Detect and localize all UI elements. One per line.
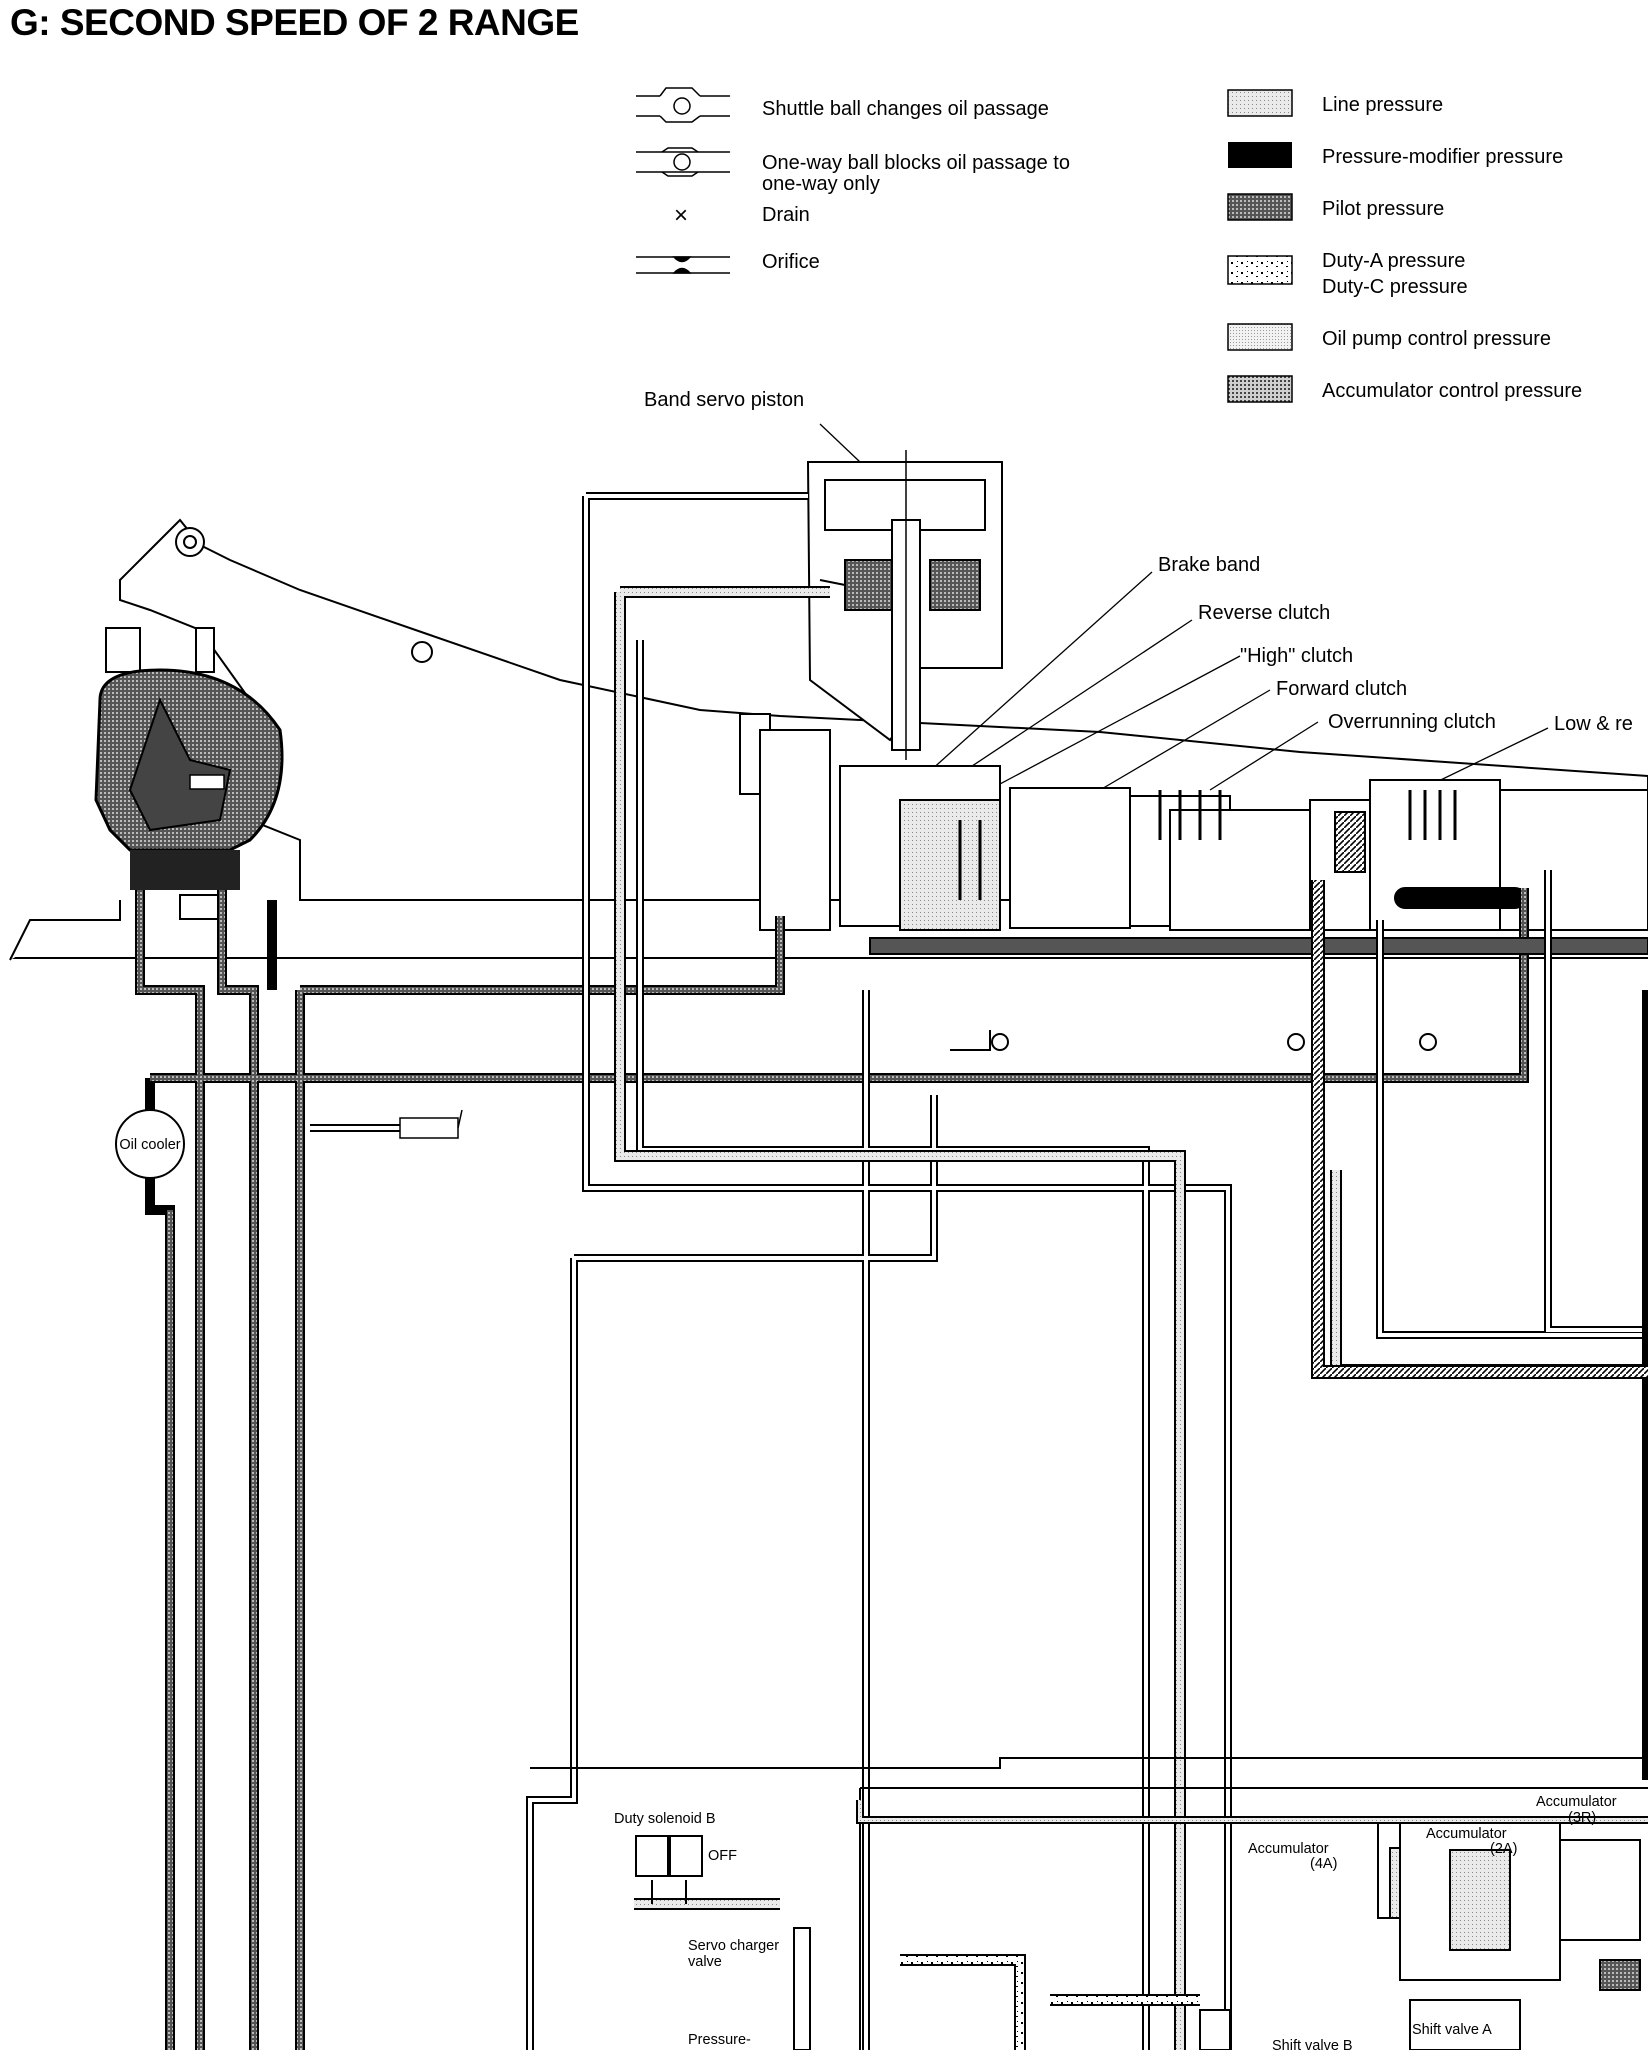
oil-cooler: Oil cooler (115, 1109, 185, 1179)
reverse-clutch-label: Reverse clutch (1198, 602, 1330, 624)
shuttle-ball-symbol (636, 87, 730, 123)
pilot-pressure-label: Pilot pressure (1322, 198, 1444, 220)
accumulator-control-label: Accumulator control pressure (1322, 380, 1582, 402)
band-servo-piston-label: Band servo piston (644, 389, 804, 411)
shuttle-ball-label: Shuttle ball changes oil passage (762, 98, 1049, 120)
shift-valve-b-label: Shift valve B (1272, 2038, 1353, 2050)
oil-pump-control-label: Oil pump control pressure (1322, 328, 1551, 350)
oil-pump-housing (94, 627, 284, 920)
oil-pump-control-swatch (1227, 323, 1293, 351)
duty-a-label: Duty-A pressure (1322, 250, 1465, 272)
accumulator-3r-label-line2: (3R) (1568, 1810, 1596, 1826)
brake-band-label: Brake band (1158, 554, 1260, 576)
accumulator-2a-label-line1: Accumulator (1426, 1826, 1507, 1842)
drain-symbol: × (674, 202, 688, 229)
band-servo-piston (806, 450, 1003, 760)
pressure-legend: Line pressure Pressure-modifier pressure… (1227, 89, 1582, 403)
accumulator-control-swatch (1227, 375, 1293, 403)
overrunning-clutch-label: Overrunning clutch (1328, 711, 1496, 733)
high-clutch-label: "High" clutch (1240, 645, 1353, 667)
one-way-ball-label-line1: One-way ball blocks oil passage to (762, 152, 1070, 174)
forward-clutch-label: Forward clutch (1276, 678, 1407, 700)
duty-pressure-swatch (1227, 255, 1293, 285)
symbol-legend: Shuttle ball changes oil passage One-way… (636, 87, 1070, 274)
accumulator-3r-label-line1: Accumulator (1536, 1794, 1617, 1810)
servo-charger-label-line1: Servo charger (688, 1938, 779, 1954)
clutch-pack-assembly (739, 713, 1648, 931)
pressure-modifier-valve-label: Pressure- (688, 2032, 751, 2048)
accumulator-2a-label-line2: (2A) (1490, 1841, 1517, 1857)
shift-valve-a-label: Shift valve A (1412, 2022, 1492, 2038)
line-pressure-label: Line pressure (1322, 94, 1443, 116)
low-reverse-label: Low & re (1554, 713, 1633, 735)
line-pressure-swatch (1227, 89, 1293, 117)
orifice-symbol (636, 256, 730, 274)
pressure-modifier-label: Pressure-modifier pressure (1322, 146, 1563, 168)
pilot-pressure-swatch (1227, 193, 1293, 221)
solenoid-state-label: OFF (708, 1848, 737, 1864)
one-way-ball-label-line2: one-way only (762, 173, 880, 195)
pressure-modifier-swatch (1228, 142, 1292, 168)
accumulator-4a-label-line1: Accumulator (1248, 1841, 1329, 1857)
valve-body (530, 1757, 1648, 2050)
accumulator-4a-label-line2: (4A) (1310, 1856, 1337, 1872)
orifice-label: Orifice (762, 251, 820, 273)
duty-solenoid-b-label: Duty solenoid B (614, 1811, 716, 1827)
duty-c-label: Duty-C pressure (1322, 276, 1468, 298)
oil-passages (135, 492, 1648, 2050)
page-title: G: SECOND SPEED OF 2 RANGE (10, 2, 579, 43)
servo-charger-label-line2: valve (688, 1954, 722, 1970)
one-way-ball-symbol (636, 147, 730, 177)
oil-cooler-label: Oil cooler (119, 1137, 180, 1153)
transmission-housing (9, 518, 1648, 961)
drain-label: Drain (762, 204, 810, 226)
